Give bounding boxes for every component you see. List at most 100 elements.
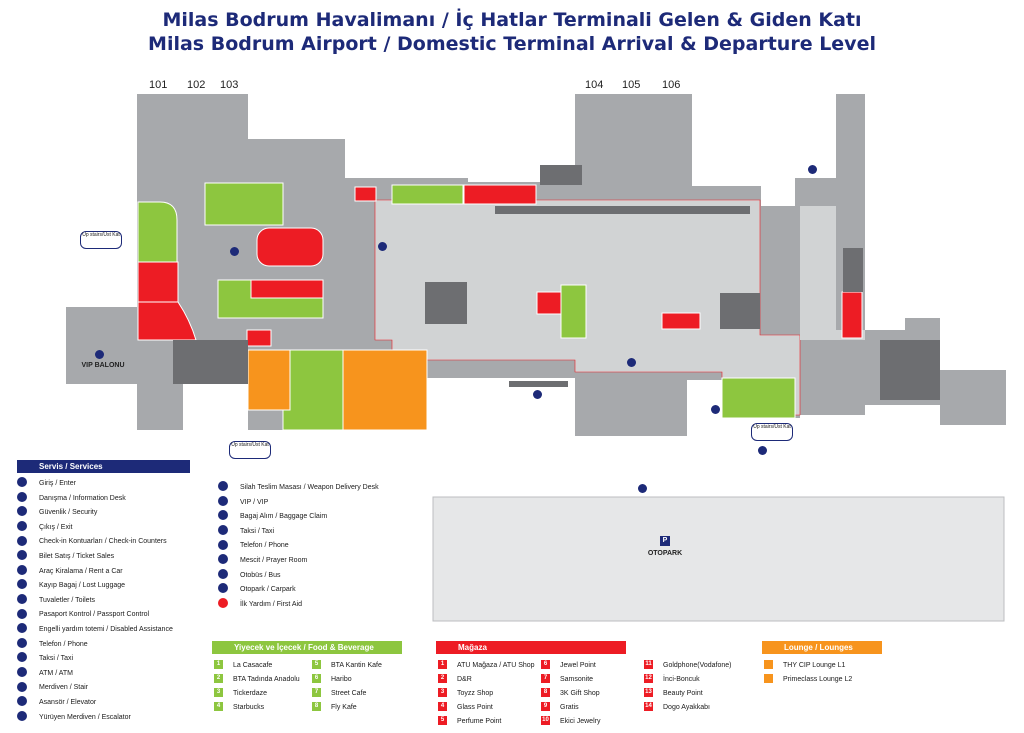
shop-number-badge: 13 [644, 687, 653, 697]
rent-car-icon [17, 564, 27, 575]
food-legend-label: BTA Kantin Kafe [331, 662, 382, 669]
shop-legend-label: Dogo Ayakkabı [663, 704, 710, 711]
services-legend-label: Taksi / Taxi [240, 527, 275, 535]
services-legend-item: Güvenlik / Security [17, 506, 97, 520]
services-legend-label: Otopark / Carpark [240, 586, 296, 594]
services-legend-label: Engelli yardım totemi / Disabled Assista… [39, 626, 173, 633]
shop-legend-label: İnci-Boncuk [663, 676, 700, 683]
shop-number-badge: 4 [438, 701, 447, 711]
shop-number-badge: 9 [541, 701, 550, 711]
services-legend-item: Otobüs / Bus [218, 568, 280, 583]
otopark-area [432, 496, 1005, 622]
map-title-english: Milas Bodrum Airport / Domestic Terminal… [148, 33, 876, 55]
food-legend-label: Starbucks [233, 704, 265, 711]
food-legend-label: Haribo [331, 676, 352, 683]
food-number-badge: 2 [214, 673, 223, 683]
carpark-icon [218, 583, 228, 594]
services-legend-item: Engelli yardım totemi / Disabled Assista… [17, 623, 173, 637]
service-block [880, 340, 940, 400]
services-legend-item: Kayıp Bagaj / Lost Luggage [17, 579, 125, 593]
food-number-badge: 6 [312, 673, 321, 683]
services-legend-label: Tuvaletler / Toilets [39, 596, 96, 604]
services-legend-item: Check-in Kontuarları / Check-in Counters [17, 535, 167, 549]
services-legend-label: Bagaj Alım / Baggage Claim [240, 513, 328, 521]
first-aid-icon [218, 597, 228, 608]
lounge-legend-label: THY CIP Lounge L1 [783, 662, 846, 669]
interior-hall [374, 199, 801, 416]
baggage-claim-icon [218, 510, 228, 521]
shop-legend-item: 6 Jewel Point [541, 659, 596, 673]
shop-number-badge: 11 [644, 659, 653, 669]
lounge-area-l2 [342, 349, 428, 431]
services-legend-label: Merdiven / Stair [39, 684, 89, 692]
security-icon [17, 506, 27, 517]
weapon-delivery-icon [218, 481, 228, 492]
shop-legend-label: ATU Mağaza / ATU Shop [457, 662, 535, 669]
shop-area-1 [256, 227, 324, 267]
gate-106: 106 [662, 79, 681, 91]
services-legend-item: Asansör / Elevator [17, 696, 96, 710]
shop-number-badge: 7 [541, 673, 550, 683]
shop-area-12 [463, 184, 537, 205]
shop-number-badge: 1 [438, 659, 447, 669]
phone-icon [218, 539, 228, 550]
stair-icon [17, 681, 27, 692]
shop-number-badge: 6 [541, 659, 550, 669]
shop-area-14 [536, 291, 562, 315]
shop-legend-label: 3K Gift Shop [560, 690, 600, 697]
food-number-badge: 4 [214, 701, 223, 711]
lounge-legend-item: THY CIP Lounge L1 [764, 659, 845, 673]
services-legend-label: Yürüyen Merdiven / Escalator [39, 713, 131, 721]
otopark-label: OTOPARK [647, 550, 683, 557]
shop-area-2 [137, 301, 197, 341]
disabled-icon [17, 623, 27, 634]
services-legend-item: ATM / ATM [17, 666, 73, 681]
food-area-5 [721, 377, 796, 419]
bus-icon [638, 484, 647, 493]
services-legend-label: Telefon / Phone [39, 640, 88, 648]
service-block [843, 248, 863, 292]
services-legend-header: Servis / Services [17, 460, 190, 473]
shop-legend-header: Mağaza [436, 641, 626, 654]
shop-number-badge: 3 [438, 687, 447, 697]
services-legend-label: Giriş / Enter [39, 480, 76, 487]
food-number-badge: 1 [214, 659, 223, 669]
lounge-legend-item: Primeclass Lounge L2 [764, 673, 852, 687]
food-area-7 [204, 182, 284, 226]
shop-legend-label: Perfume Point [457, 718, 502, 725]
shop-number-badge: 8 [541, 687, 550, 697]
services-legend-label: Güvenlik / Security [39, 509, 98, 517]
shop-number-badge: 5 [438, 715, 447, 725]
atm-icon [533, 390, 542, 399]
shop-area-9 [841, 291, 863, 339]
service-block [540, 165, 582, 185]
food-area-3 [282, 349, 344, 431]
food-legend-item: 6 Haribo [312, 673, 352, 687]
services-legend-item: VIP / VIP [218, 495, 268, 510]
shop-legend-label: Glass Point [457, 704, 493, 711]
services-legend-item: Taksi / Taxi [218, 524, 275, 539]
shop-area-5 [250, 279, 324, 299]
services-legend-item: Merdiven / Stair [17, 681, 88, 695]
service-block [425, 282, 467, 324]
taxi-icon [218, 524, 228, 535]
rent-car-icon [808, 165, 817, 174]
vip-icon [218, 495, 228, 506]
upstairs-tag-bottom: Up stairs/Üst Kat [229, 441, 271, 459]
escalator-icon [378, 242, 387, 251]
shop-legend-label: Beauty Point [663, 690, 703, 697]
shop-legend-label: Jewel Point [560, 662, 596, 669]
counter-bar [509, 381, 568, 387]
elevator-icon [17, 696, 27, 707]
services-legend-label: Bilet Satış / Ticket Sales [39, 553, 115, 560]
carpark-icon: P [660, 536, 670, 546]
vip-lounge-label: VIP BALONU [81, 362, 125, 369]
